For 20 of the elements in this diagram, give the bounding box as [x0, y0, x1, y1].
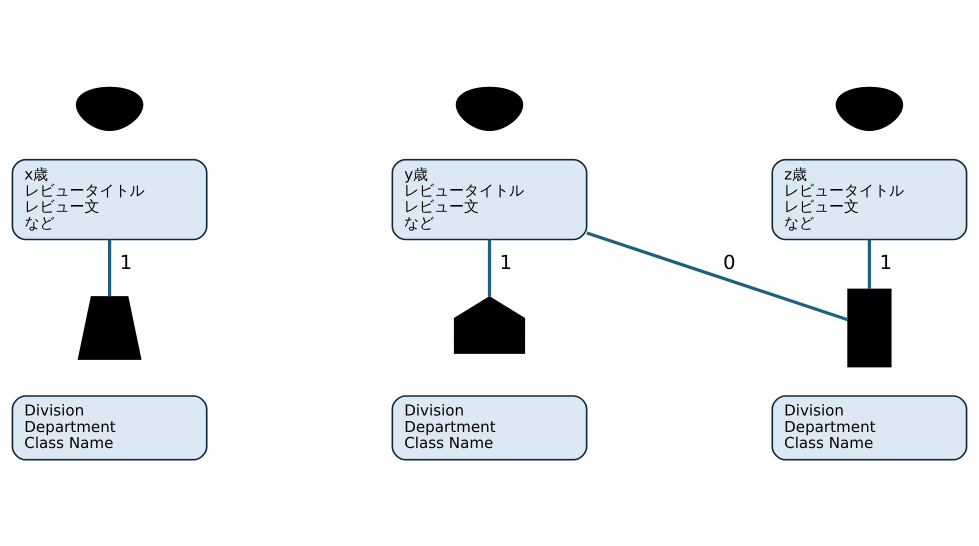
node-box: z歳 レビュータイトル レビュー文 など	[771, 158, 968, 240]
edge-label: 1	[880, 250, 892, 274]
node-skirt	[78, 296, 142, 360]
edge-label: 1	[120, 250, 132, 274]
node-person	[76, 86, 144, 131]
connector	[868, 239, 872, 288]
node-person	[456, 86, 524, 131]
edge-label: 0	[723, 250, 736, 274]
node-pants	[847, 288, 892, 367]
node-shirt	[454, 296, 526, 354]
node-box: Division Department Class Name	[771, 394, 968, 460]
edge-label: 1	[500, 250, 512, 274]
connector	[488, 239, 492, 296]
connector	[586, 230, 848, 321]
node-box: Division Department Class Name	[12, 394, 208, 460]
node-person	[836, 86, 904, 131]
connector	[108, 239, 112, 296]
node-box: x歳 レビュータイトル レビュー文 など	[12, 158, 208, 240]
node-box: Division Department Class Name	[392, 394, 588, 460]
node-box: y歳 レビュータイトル レビュー文 など	[392, 158, 588, 240]
